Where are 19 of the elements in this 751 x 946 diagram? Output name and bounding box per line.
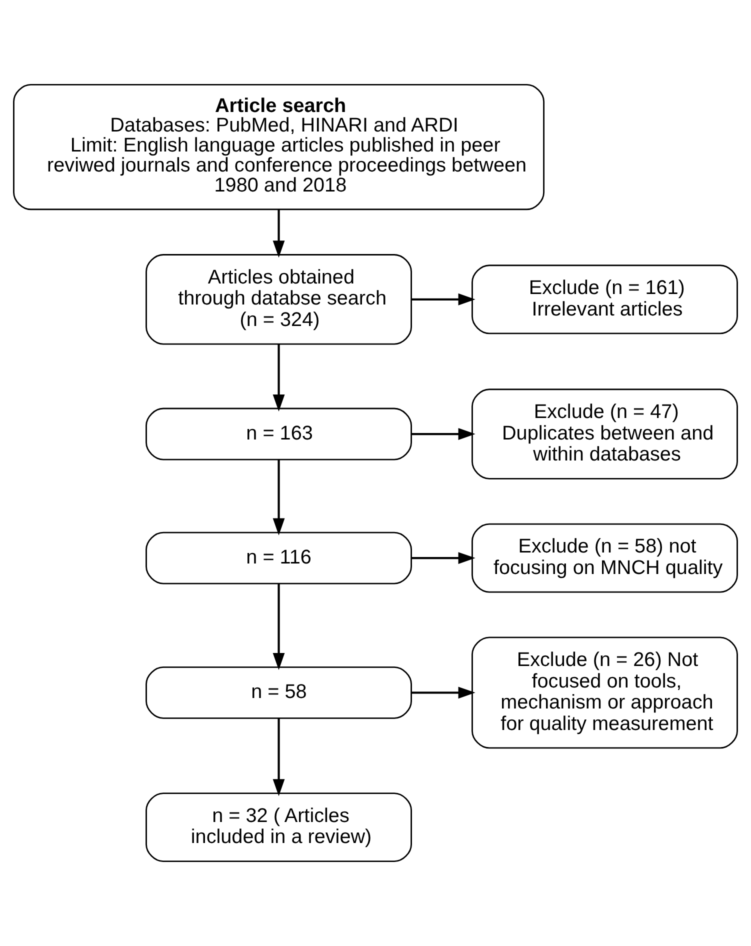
- arrow: [412, 686, 476, 699]
- arrow: [272, 210, 285, 258]
- node-box: Exclude (n = 47) Duplicates between and within databases: [472, 388, 738, 480]
- arrow: [272, 584, 285, 670]
- node-box: n = 116: [146, 532, 412, 584]
- arrow: [272, 344, 285, 412]
- arrow: [272, 718, 285, 796]
- node-box: Exclude (n = 161) Irrelevant articles: [472, 264, 738, 334]
- node-box: n = 58: [146, 666, 412, 719]
- node-box: Exclude (n = 58) not focusing on MNCH quality: [472, 523, 738, 593]
- node-box: Articles obtained through databse search (n = 324): [146, 254, 412, 345]
- node-box: Article search Databases: PubMed, HINARI and ARDI Limit: English language articles published in peer reviwed journals and conference proceedings between 1980 and 2018: [13, 84, 544, 210]
- arrow: [412, 552, 476, 564]
- arrow: [412, 428, 476, 440]
- node-box: n = 163: [146, 408, 412, 460]
- node-box: n = 32 ( Articles included in a review): [146, 792, 412, 862]
- arrow: [412, 293, 476, 306]
- arrow: [272, 460, 285, 536]
- node-box: Exclude (n = 26) Not focused on tools, mechanism or approach for quality measurement: [472, 636, 738, 749]
